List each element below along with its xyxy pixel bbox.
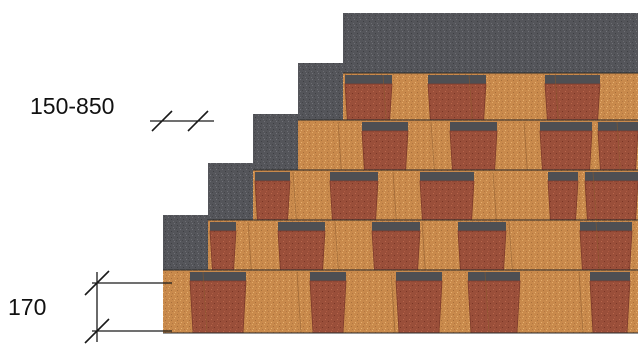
tile-cap-4-2: [278, 222, 325, 231]
course-height-label: 170: [8, 294, 46, 320]
tile-cap-5-3: [396, 272, 442, 281]
tile-cap-2-1: [362, 122, 408, 131]
course-height-tick-bottom: [84, 318, 110, 344]
tile-cap-5-4: [468, 272, 520, 281]
tile-cap-5-1: [190, 272, 246, 281]
tile-cap-2-4: [598, 122, 638, 131]
tile-cap-4-4: [458, 222, 506, 231]
tile-cap-1-1: [345, 75, 392, 84]
tile-cap-4-3: [372, 222, 420, 231]
tile-slot-5-2: [309, 280, 347, 334]
tile-joint: [578, 271, 584, 334]
course-height-dimension: 170: [8, 270, 172, 344]
tile-cap-5-2: [310, 272, 346, 281]
tile-cap-5-5: [590, 272, 630, 281]
tile-cap-3-2: [330, 172, 378, 181]
tile-cap-3-3: [420, 172, 474, 181]
tile-cap-2-3: [540, 122, 592, 131]
tile-cap-4-5: [580, 222, 632, 231]
course-height-tick-top: [84, 270, 110, 296]
overlap-dimension: 150-850: [30, 93, 214, 132]
tile-cap-3-5: [585, 172, 638, 181]
overlap-dimension-label: 150-850: [30, 93, 114, 119]
tile-cap-4-1: [210, 222, 236, 231]
tile-cap-1-3: [545, 75, 600, 84]
tile-slot-5-4: [467, 280, 521, 334]
tile-cap-3-4: [548, 172, 578, 181]
tile-slot-5-5: [589, 280, 631, 334]
overlap-dimension-tick-left: [151, 110, 173, 132]
tile-joint: [296, 271, 302, 334]
tile-slot-5-1: [189, 280, 247, 334]
tile-joint: [202, 271, 208, 334]
tile-cap-1-2: [428, 75, 486, 84]
tile-joint: [484, 271, 490, 334]
shingle-courses: [163, 13, 638, 334]
tile-joint: [390, 271, 396, 334]
overlap-dimension-tick-right: [187, 110, 209, 132]
tile-cap-2-2: [450, 122, 497, 131]
tile-slot-5-3: [395, 280, 443, 334]
tile-cap-3-1: [255, 172, 290, 181]
